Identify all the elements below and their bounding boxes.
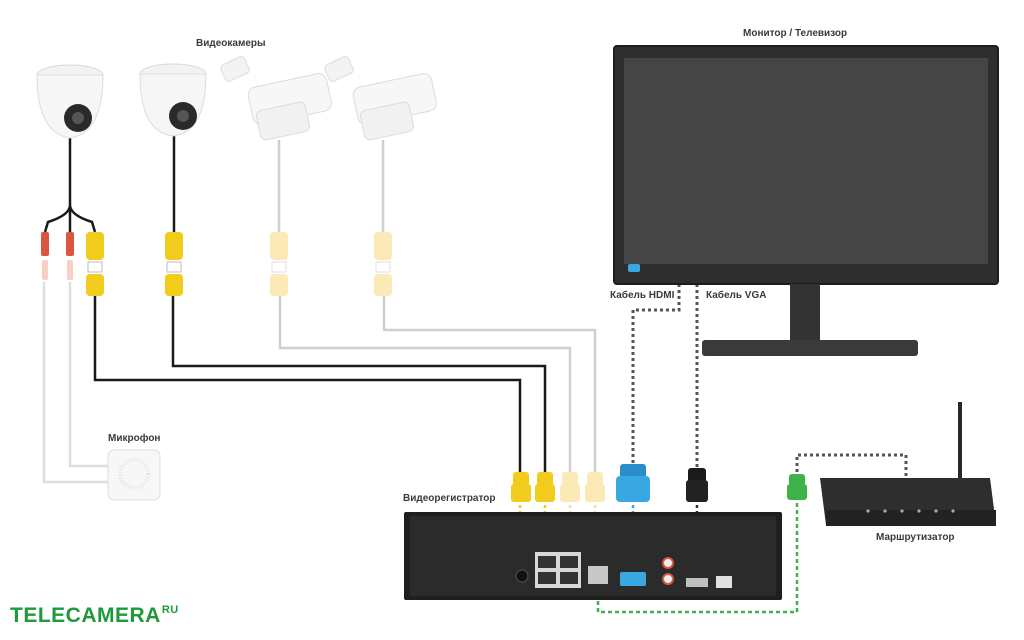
bnc-plug-camera2 [165, 232, 183, 296]
ethernet-plug [787, 474, 807, 500]
hdmi-cable-label: Кабель HDMI [610, 290, 675, 301]
router-device [820, 402, 996, 526]
logo-suffix: RU [161, 604, 179, 616]
dome-camera-2 [139, 63, 207, 137]
recorder-label: Видеорегистратор [403, 493, 496, 504]
vga-plug [616, 464, 650, 502]
monitor [613, 45, 999, 356]
cable-camera1 [93, 295, 522, 478]
cable-router-power [795, 453, 908, 478]
rca-plug-red-1 [41, 232, 49, 280]
vga-cable-label: Кабель VGA [706, 290, 767, 301]
cable-camera1-split [43, 138, 97, 233]
cameras-label: Видеокамеры [196, 38, 266, 49]
router-label: Маршрутизатор [876, 532, 955, 543]
dvr-plug-3 [560, 472, 580, 502]
rca-plug-red-2 [66, 232, 74, 280]
hdmi-plug [686, 468, 708, 502]
dvr-plug-4 [585, 472, 605, 502]
cable-hdmi [631, 284, 681, 464]
dome-camera-1 [36, 64, 104, 139]
cable-microphone-1 [42, 282, 110, 484]
brand-logo: TELECAMERARU [10, 604, 179, 628]
microphone-device [107, 449, 161, 501]
microphone-label: Микрофон [108, 433, 161, 444]
bnc-plug-camera4 [374, 232, 392, 296]
dvr-plug-1 [511, 472, 531, 502]
cable-microphone-2 [68, 282, 110, 468]
cable-camera3 [278, 290, 572, 480]
bullet-camera-4 [324, 56, 437, 141]
bullet-camera-3 [220, 56, 332, 141]
dvr-plug-2 [535, 472, 555, 502]
bnc-plug-camera3 [270, 232, 288, 296]
dvr-device [404, 512, 782, 600]
bnc-plug-camera1 [86, 232, 104, 296]
cable-camera2 [171, 295, 547, 478]
logo-text: TELECAMERA [10, 604, 161, 627]
cable-camera4 [382, 290, 597, 480]
monitor-label: Монитор / Телевизор [743, 28, 848, 39]
